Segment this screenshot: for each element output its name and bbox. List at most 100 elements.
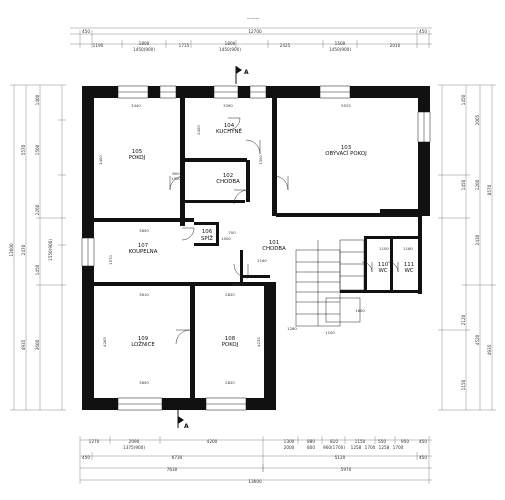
dim-mid-sub-2: 1450(900): [219, 47, 241, 52]
inner-dim: 3610: [139, 292, 149, 297]
dim-mid-3: 1715: [179, 43, 190, 48]
room-111-number: 111: [404, 262, 414, 268]
bottom-dimensions: 1270 2090 4200 1300 880 810 1150 550 950…: [79, 436, 432, 484]
room-106-name: SPÍŽ: [201, 234, 213, 242]
inner-dim: 1570: [108, 255, 113, 265]
inner-dim: 1100: [325, 330, 335, 335]
dim-top-faint: ———: [247, 16, 260, 21]
room-105-number: 105: [132, 149, 142, 155]
dim-bot-sub-2: 2000: [284, 445, 295, 450]
room-104-number: 104: [224, 123, 235, 129]
section-markers: A A: [177, 66, 249, 430]
inner-dim: 1900: [171, 176, 181, 181]
room-102-number: 102: [223, 173, 233, 179]
dim-mid-sub-3: 1450(900): [329, 47, 351, 52]
dim-right-outer-2: 4935: [487, 344, 492, 355]
room-110-name: WC: [378, 268, 387, 274]
dim-mid-4: 1800: [225, 41, 236, 46]
dim-left-mid-3: 4935: [21, 339, 26, 350]
inner-dim: 5525: [341, 103, 351, 108]
dim-bot-2: 2090: [129, 439, 140, 444]
dim-left-sub: 1550(900): [48, 239, 53, 261]
dim-bot2-3: 5120: [335, 455, 346, 460]
inner-dim: 1100: [379, 246, 389, 251]
dim-left-in-3: 2260: [35, 204, 40, 215]
room-102-name: CHODBA: [216, 179, 240, 185]
dim-right-outer-1: 8570: [487, 184, 492, 195]
inner-dim: 3440: [131, 103, 141, 108]
dim-left-mid-1: 5570: [21, 144, 26, 155]
inner-dim: 1000: [221, 236, 231, 241]
left-dimensions: 13600 5570 2470 4935 1400 1500 2260 1450…: [9, 84, 66, 411]
inner-dim: 4235: [256, 337, 261, 347]
dim-bot3-1: 7630: [167, 467, 178, 472]
room-labels: 105 POKOJ 104 KUCHYNĚ 103 OBÝVACÍ POKOJ …: [129, 123, 415, 348]
inner-dim: 2820: [225, 292, 235, 297]
dim-left-outer: 13600: [9, 243, 14, 257]
dim-right-sub-4: 1150: [461, 379, 466, 390]
room-104-name: KUCHYNĚ: [216, 127, 242, 135]
inner-dim: 1600: [355, 308, 365, 313]
inner-dim: 1160: [403, 246, 413, 251]
inner-dim: 4265: [102, 337, 107, 347]
dim-bot-8: 550: [378, 439, 386, 444]
room-107-name: KOUPELNA: [129, 249, 158, 255]
room-106-number: 106: [202, 229, 213, 235]
dim-bot-sub-6: 1700: [365, 445, 376, 450]
room-108-name: POKOJ: [222, 342, 239, 348]
dim-bot2-2: 6730: [172, 455, 183, 460]
room-101-number: 101: [269, 240, 279, 246]
dim-bot4-1: 13600: [248, 479, 262, 484]
dim-right-sub-2: 1450: [461, 179, 466, 190]
room-103-name: OBÝVACÍ POKOJ: [325, 150, 367, 157]
dim-right-in-2: 1200: [475, 179, 480, 190]
dim-left-in-2: 1500: [35, 144, 40, 155]
inner-dim: 3850: [139, 228, 149, 233]
dim-top-1: 450: [82, 29, 90, 34]
dim-bot-sub-4: 960(1700): [323, 445, 345, 450]
dim-top-2: 12700: [248, 29, 262, 34]
room-110-number: 110: [378, 262, 389, 268]
dim-bot-3: 4200: [207, 439, 218, 444]
inner-dim: 2400: [196, 125, 201, 135]
dim-bot-6: 810: [330, 439, 338, 444]
dim-bot-9: 950: [401, 439, 409, 444]
inner-dim: 900: [232, 282, 240, 287]
dim-mid-7: 2010: [390, 43, 401, 48]
dim-mid-sub-1: 1450(900): [133, 47, 155, 52]
dim-bot-sub-3: 800: [307, 445, 315, 450]
room-105-name: POKOJ: [129, 155, 146, 161]
doors: [169, 117, 399, 345]
dim-bot-5: 880: [307, 439, 315, 444]
dim-mid-2: 1800: [139, 41, 150, 46]
dim-right-sub-1: 1450: [461, 94, 466, 105]
dim-bot-sub-1: 1375(900): [123, 445, 145, 450]
dim-bot-sub-5: 1258: [351, 445, 362, 450]
inner-dim: 2820: [225, 380, 235, 385]
room-107-number: 107: [138, 243, 148, 249]
dim-bot-7: 1150: [355, 439, 366, 444]
dim-bot-sub-7: 1258: [379, 445, 390, 450]
dim-right-in-3: 2430: [475, 234, 480, 245]
inner-dimensions: 3440 3390 5525 1400 2400 1300 800 1900 3…: [98, 103, 413, 385]
dim-bot3-2: 5970: [341, 467, 352, 472]
dim-right-in-4: 4520: [475, 334, 480, 345]
room-109-number: 109: [138, 336, 149, 342]
dim-bot2-4: 450: [419, 455, 427, 460]
room-108-number: 108: [225, 336, 236, 342]
dim-left-in-4: 1450: [35, 264, 40, 275]
dim-bot2-1: 450: [82, 455, 90, 460]
windows: [81, 85, 431, 411]
dim-bot-sub-8: 1700: [393, 445, 404, 450]
inner-dim: 3850: [139, 380, 149, 385]
dim-left-in-5: 3600: [35, 339, 40, 350]
dim-left-in-1: 1400: [35, 94, 40, 105]
staircase: [295, 239, 365, 327]
inner-dim: 1280: [287, 326, 297, 331]
walls: [82, 86, 430, 410]
top-dimensions: ——— 450 12700 450 1190 1800 1715 1800 24…: [70, 16, 432, 52]
inner-dim: 1400: [98, 155, 103, 165]
room-111-name: WC: [404, 268, 413, 274]
inner-dim: 700: [228, 230, 236, 235]
dim-mid-5: 2425: [280, 43, 291, 48]
